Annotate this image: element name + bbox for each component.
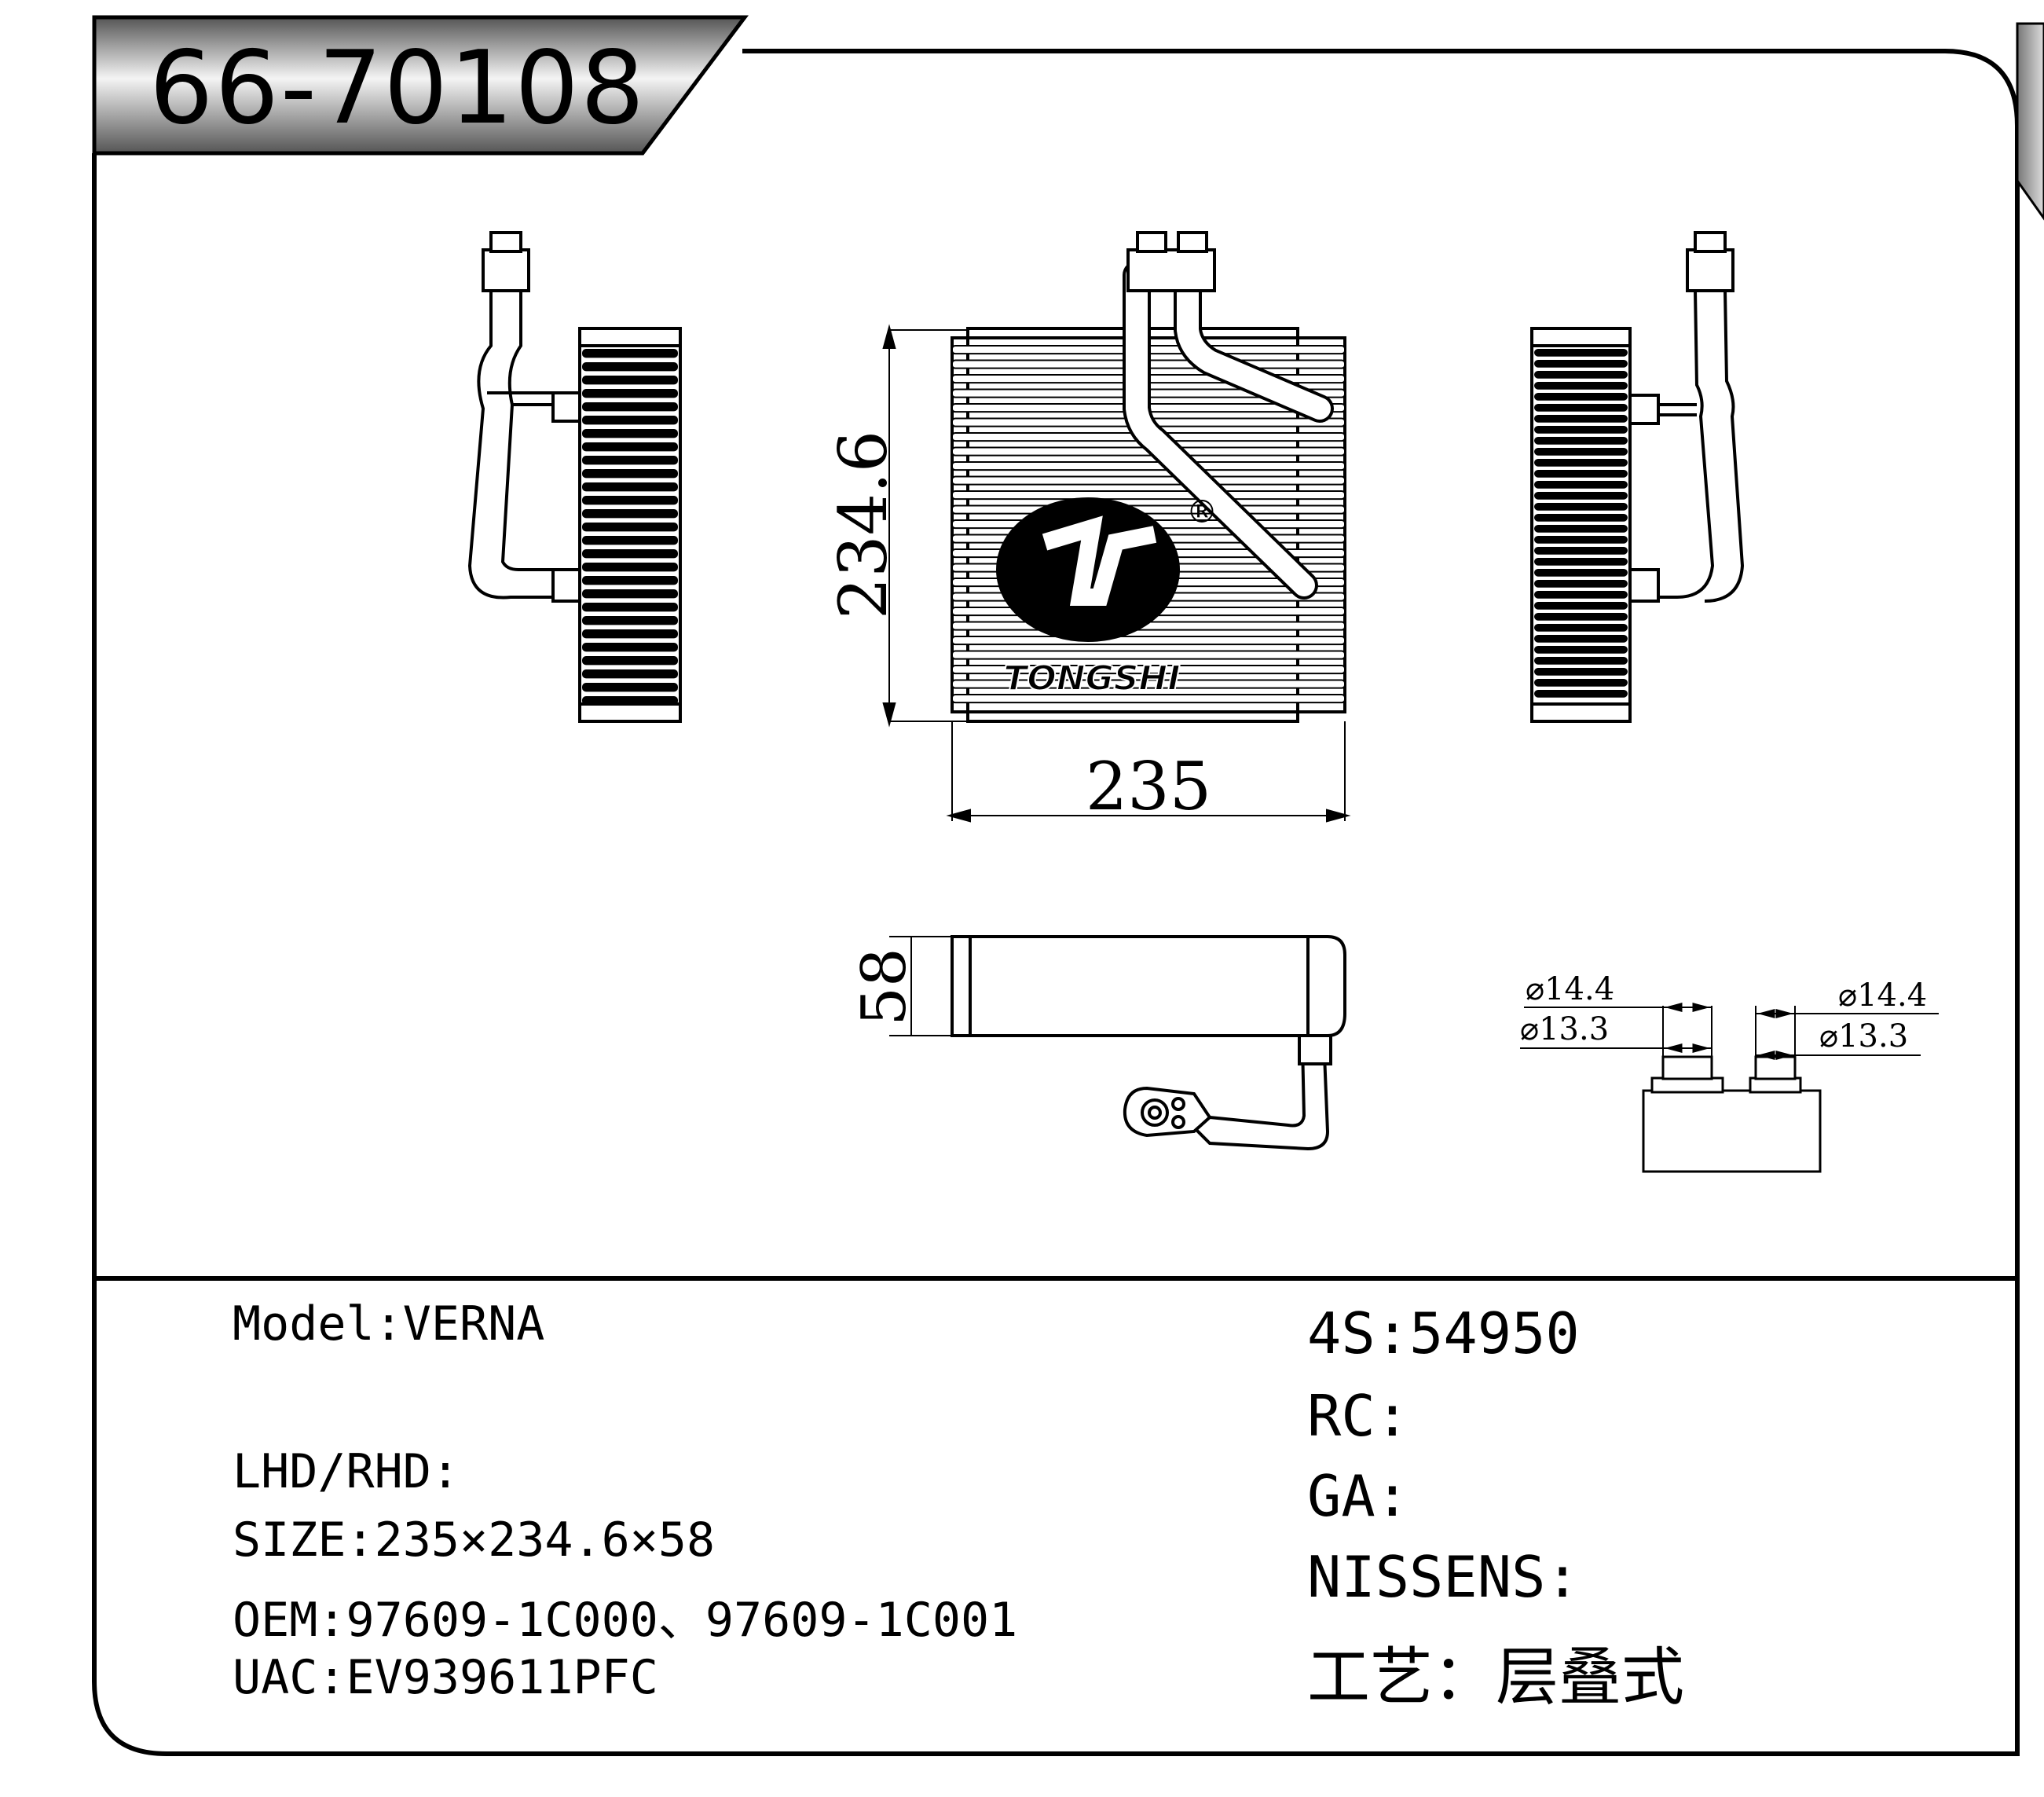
inner-diameter-left: ⌀13.3: [1520, 1011, 1609, 1047]
core-fin: [1534, 503, 1628, 511]
core-fin: [951, 504, 1346, 515]
core-fin: [1534, 602, 1628, 610]
core-fin: [582, 456, 678, 465]
core-fin: [1534, 481, 1628, 489]
uac-line: UAC:EV939611PFC: [233, 1650, 658, 1705]
core-fin: [1534, 580, 1628, 588]
outer-frame: [92, 49, 2020, 1756]
model-line: Model:VERNA: [233, 1296, 545, 1351]
core-fin: [582, 589, 678, 599]
core-fin: [1534, 613, 1628, 621]
core-fin: [951, 694, 1346, 704]
core-fin: [582, 669, 678, 679]
core-fin: [1534, 536, 1628, 544]
core-fin: [1534, 679, 1628, 687]
core-fin: [951, 475, 1346, 486]
core-fin: [582, 523, 678, 532]
core-fin: [582, 629, 678, 639]
core-fin: [582, 496, 678, 505]
outer-diameter-left: ⌀14.4: [1526, 971, 1614, 1007]
right-side-view: [1530, 231, 1745, 723]
side-tab: [2016, 22, 2044, 221]
outer-diameter-right: ⌀14.4: [1838, 977, 1927, 1014]
core-fin: [1534, 415, 1628, 423]
logo-text: TONGSHI: [1003, 658, 1180, 699]
core-fin: [582, 416, 678, 425]
part-number: 66-70108: [149, 30, 647, 147]
core-fin: [1534, 459, 1628, 467]
core-fin: [1534, 393, 1628, 401]
core-fin: [1534, 591, 1628, 599]
rc-line: RC:: [1307, 1383, 1410, 1449]
core-fin: [1534, 404, 1628, 412]
core-fin: [951, 679, 1346, 689]
core-fin: [1534, 525, 1628, 533]
core-fin: [582, 349, 678, 358]
core-fin: [582, 563, 678, 572]
core-fin: [582, 376, 678, 385]
core-fin: [1534, 668, 1628, 676]
core-fin: [1534, 371, 1628, 379]
core-fin: [582, 536, 678, 545]
oem-line: OEM:97609-1C000、97609-1C001: [233, 1593, 1018, 1648]
core-fin: [582, 429, 678, 438]
registered-mark: ®: [1186, 494, 1218, 530]
core-fin: [1534, 448, 1628, 456]
core-fin: [1534, 635, 1628, 643]
core-fin: [582, 576, 678, 585]
core-fin: [582, 442, 678, 452]
width-dimension: 235: [1086, 748, 1211, 825]
fitting-detail: [1520, 1003, 1939, 1173]
core-fin: [1534, 624, 1628, 632]
core-fin: [582, 683, 678, 692]
core-fin: [1534, 547, 1628, 555]
size-line: SIZE:235×234.6×58: [233, 1513, 716, 1568]
core-fin: [1534, 558, 1628, 566]
core-fin: [582, 362, 678, 372]
lhd-rhd-line: LHD/RHD:: [233, 1444, 460, 1499]
core-fin: [582, 643, 678, 652]
core-fin: [582, 482, 678, 492]
depth-dimension: 58: [849, 948, 920, 1025]
nissens-line: NISSENS:: [1307, 1544, 1580, 1610]
core-fin: [951, 650, 1346, 660]
inner-diameter-right: ⌀13.3: [1819, 1018, 1908, 1054]
core-fin: [951, 636, 1346, 646]
top-view: [889, 935, 1346, 1151]
core-fin: [1534, 646, 1628, 654]
left-side-view: [467, 231, 682, 723]
front-view: [882, 231, 1351, 823]
core-fin: [1534, 360, 1628, 368]
core-fin: [951, 490, 1346, 501]
core-fin: [582, 509, 678, 519]
core-fin: [1534, 426, 1628, 434]
core-fin: [582, 656, 678, 666]
core-fin: [582, 402, 678, 412]
core-fin: [1534, 382, 1628, 390]
core-fin: [951, 461, 1346, 471]
core-fin: [951, 665, 1346, 675]
core-fin: [582, 603, 678, 612]
core-fin: [582, 469, 678, 479]
core-fin: [1534, 569, 1628, 577]
height-dimension: 234.6: [825, 431, 902, 619]
header-tab: [92, 15, 749, 156]
core-fin: [582, 389, 678, 398]
ga-line: GA:: [1307, 1463, 1410, 1529]
process-line: 工艺：层叠式: [1307, 1641, 1684, 1714]
core-fin: [1534, 514, 1628, 522]
core-fin: [1534, 492, 1628, 500]
4s-line: 4S:54950: [1307, 1300, 1580, 1366]
core-fin: [1534, 437, 1628, 445]
core-fin: [1534, 690, 1628, 698]
core-fin: [582, 549, 678, 559]
core-fin: [582, 616, 678, 625]
core-fin: [1534, 470, 1628, 478]
core-fin: [1534, 349, 1628, 357]
core-fin: [1534, 657, 1628, 665]
